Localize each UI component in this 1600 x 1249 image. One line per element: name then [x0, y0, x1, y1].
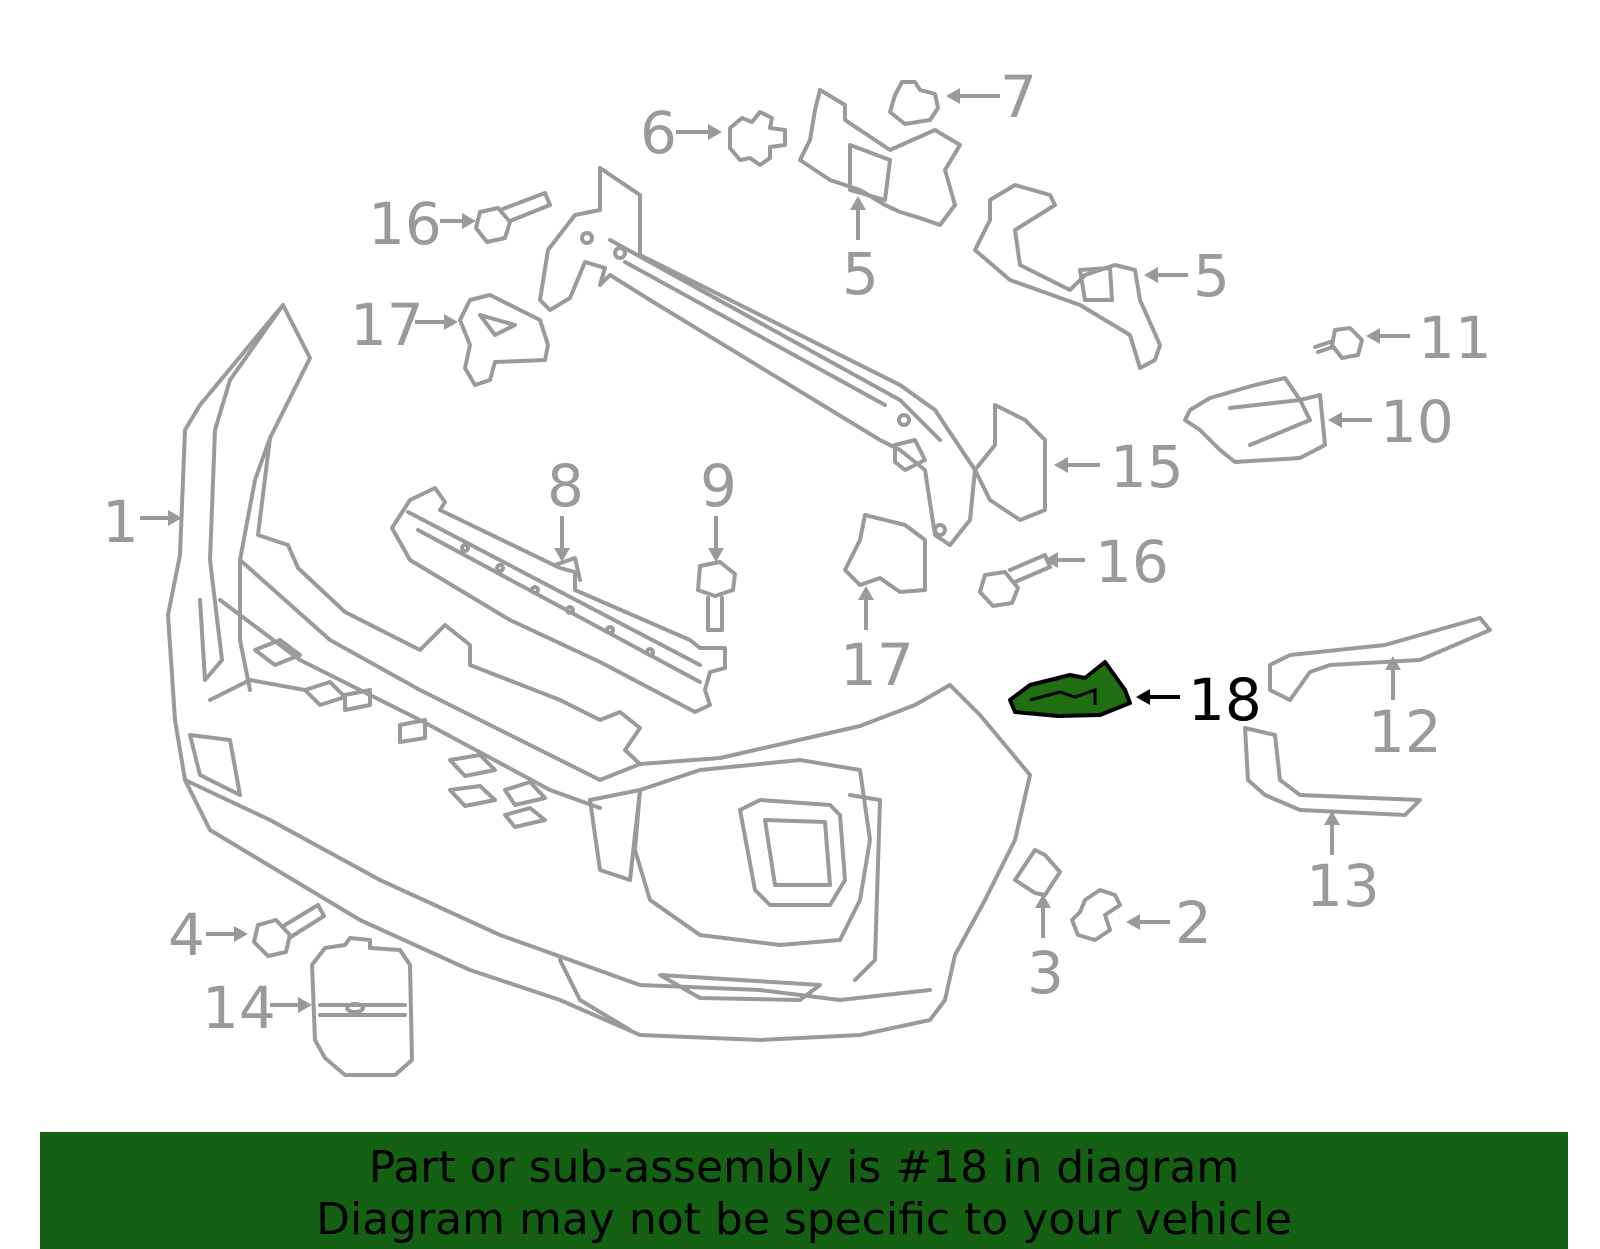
callout-2: 2: [1175, 889, 1212, 957]
banner-line-part: Part or sub-assembly is #18 in diagram: [368, 1142, 1240, 1193]
part-8-upper-strip: [390, 486, 727, 714]
callout-16-upper: 16: [368, 190, 442, 258]
callout-4: 4: [168, 901, 205, 969]
callout-9: 9: [700, 452, 737, 520]
callout-14: 14: [202, 974, 276, 1042]
part-14-fog-grille: [310, 936, 414, 1077]
callout-7: 7: [1000, 63, 1037, 131]
info-banner: Part or sub-assembly is #18 in diagram D…: [40, 1132, 1568, 1249]
callout-labels: 1 2 3 4 5 5 6 7 8 9 10 11 12 13 14 15 16…: [102, 63, 1492, 1042]
callout-17-upper: 17: [350, 291, 424, 359]
callout-8: 8: [547, 452, 584, 520]
part-18-highlighted[interactable]: [1008, 660, 1132, 718]
part-16-bolt-lower: [978, 553, 1052, 608]
callout-11: 11: [1418, 304, 1492, 372]
part-17-bracket-upper: [458, 293, 550, 387]
part-12-molding: [1268, 616, 1492, 702]
callout-15: 15: [1110, 433, 1184, 501]
part-7-nut: [888, 80, 940, 126]
part-6-clip: [728, 110, 787, 167]
part-17-bracket-lower: [843, 513, 927, 594]
callout-5-left: 5: [842, 240, 879, 308]
callout-6: 6: [640, 99, 677, 167]
part-9-bolt: [696, 560, 737, 632]
part-2-clip: [1070, 888, 1122, 942]
part-3-cap: [1013, 848, 1062, 897]
callout-18: 18: [1188, 666, 1262, 734]
part-5-bracket-left: [798, 88, 962, 227]
callout-12: 12: [1368, 698, 1442, 766]
part-16-bolt-upper: [474, 191, 552, 244]
part-1-bumper-cover: [166, 303, 1032, 1042]
callout-13: 13: [1306, 852, 1380, 920]
callout-1: 1: [102, 488, 139, 556]
part-4-bolt: [252, 903, 326, 958]
callout-5-right: 5: [1193, 242, 1230, 310]
callout-17-lower: 17: [840, 631, 914, 699]
part-5-bracket-right: [973, 183, 1162, 370]
callout-16-lower: 16: [1095, 528, 1169, 596]
part-13-molding: [1243, 726, 1422, 817]
callout-3: 3: [1027, 939, 1064, 1007]
part-11-screw: [1313, 326, 1364, 360]
part-15-reinforcement-beam: [538, 166, 1047, 547]
callout-10: 10: [1380, 388, 1454, 456]
part-10-side-bracket: [1183, 376, 1327, 464]
banner-line-disclaimer: Diagram may not be specific to your vehi…: [316, 1194, 1292, 1245]
callout-arrows: [140, 88, 1410, 1013]
